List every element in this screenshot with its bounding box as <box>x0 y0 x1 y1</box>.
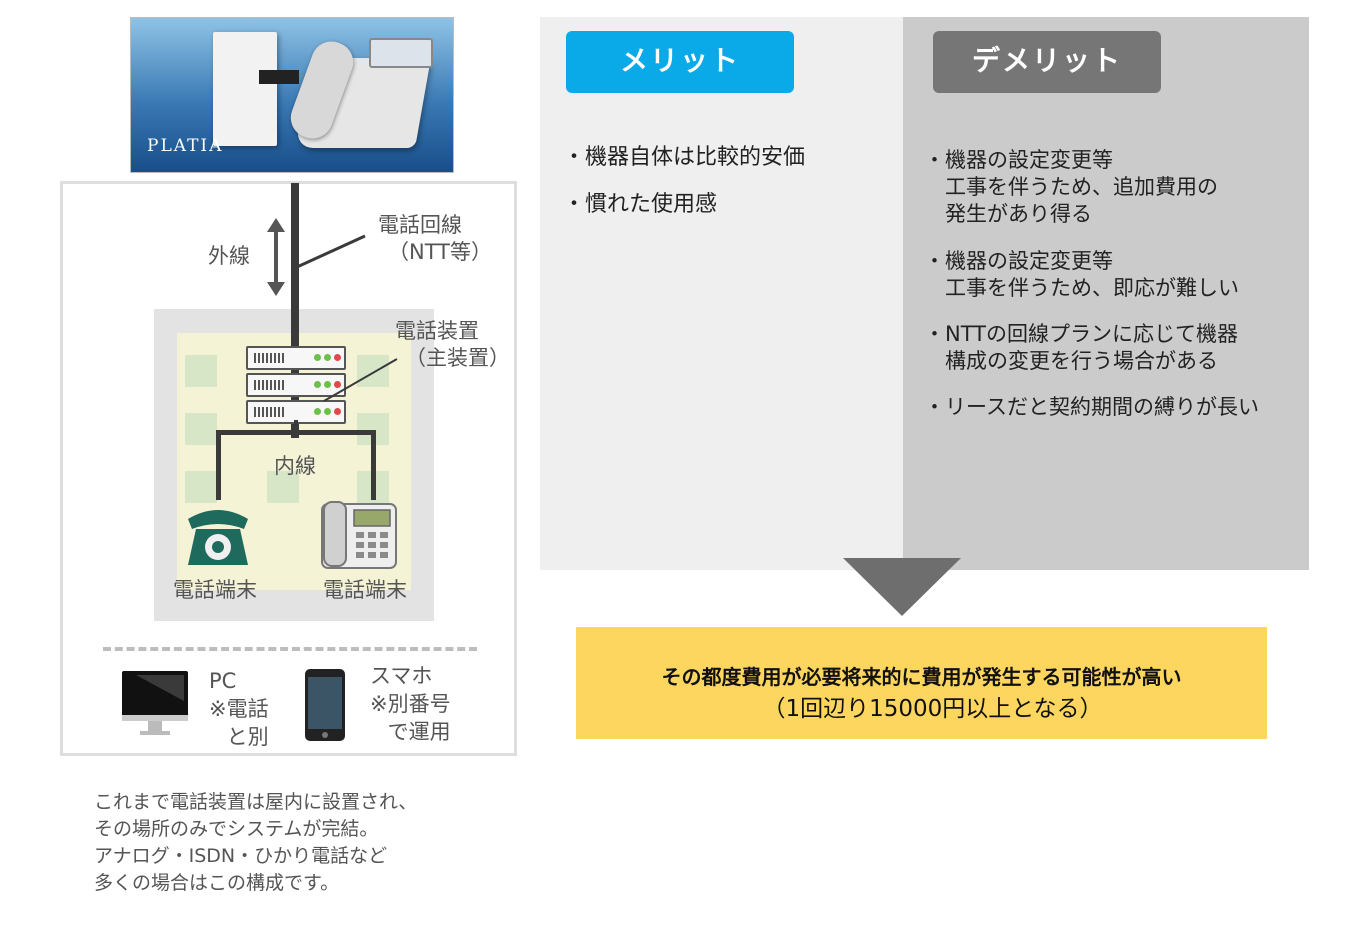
rotary-phone-icon <box>188 510 248 565</box>
demerit-item-line: ・機器の設定変更等 <box>924 148 1113 172</box>
pc-label-1: PC <box>209 669 237 693</box>
pbx-rack-unit <box>246 373 346 397</box>
pbx-label: 電話装置 （主装置） <box>395 318 510 372</box>
smartphone-icon <box>305 669 345 741</box>
caption: これまで電話装置は屋内に設置され、 その場所のみでシステムが完結。 アナログ・I… <box>94 789 417 897</box>
product-brand: PLATIA <box>147 136 224 156</box>
result-line-1: その都度費用が必要将来的に費用が発生する可能性が高い <box>661 665 1182 689</box>
demerit-item-line: 工事を伴うため、追加費用の <box>945 175 1218 199</box>
caption-line: アナログ・ISDN・ひかり電話など <box>94 845 388 867</box>
demerit-item: ・NTTの回線プランに応じて機器 構成の変更を行う場合がある <box>924 321 1238 375</box>
terminal-left-label: 電話端末 <box>173 578 257 602</box>
desk-phone-icon <box>321 501 397 569</box>
pbx-leader <box>323 358 398 402</box>
pbx-label-1: 電話装置 <box>395 319 479 343</box>
product-photo: PLATIA <box>130 17 454 173</box>
inner-line-label: 内線 <box>274 454 316 478</box>
caption-line: 多くの場合はこの構成です。 <box>94 872 340 894</box>
smartphone-label-2: ※別番号 <box>370 692 451 716</box>
caption-line: これまで電話装置は屋内に設置され、 <box>94 791 418 813</box>
caption-line: その場所のみでシステムが完結。 <box>94 818 379 840</box>
pbx-brand-plate <box>259 70 299 84</box>
pc-label-3: と別 <box>226 725 269 749</box>
demerit-item-line: ・NTTの回線プランに応じて機器 <box>924 322 1238 346</box>
demerit-item-line: 発生があり得る <box>945 202 1092 226</box>
extension-wiring <box>216 420 376 500</box>
smartphone-label-1: スマホ <box>370 664 433 688</box>
demerit-item-line: 工事を伴うため、即応が難しい <box>945 276 1239 300</box>
merit-item: ・慣れた使用感 <box>563 192 718 217</box>
pc-label-2: ※電話 <box>209 697 269 721</box>
result-line-2: （1回辺り15000円以上となる） <box>762 696 1103 722</box>
double-arrow-icon <box>267 218 285 296</box>
demerit-item-line: ・リースだと契約期間の縛りが長い <box>924 395 1259 419</box>
phone-line-label-2: （NTT等） <box>388 240 492 264</box>
merit-panel <box>540 17 903 570</box>
down-arrow-icon <box>843 558 961 616</box>
merit-heading: メリット <box>566 31 794 93</box>
pbx-label-2: （主装置） <box>405 346 510 370</box>
demerit-item-line: 構成の変更を行う場合がある <box>945 349 1218 373</box>
phone-line-leader <box>296 234 366 269</box>
trunk-line <box>291 183 299 438</box>
phone-display <box>369 38 433 68</box>
demerit-item-line: ・機器の設定変更等 <box>924 249 1113 273</box>
smartphone-label-3: で運用 <box>387 720 451 744</box>
smartphone-label: スマホ ※別番号 で運用 <box>370 662 451 746</box>
outer-line-label: 外線 <box>208 244 250 268</box>
pbx-rack-unit <box>246 346 346 370</box>
diagram-frame <box>60 181 517 756</box>
pc-label: PC ※電話 と別 <box>209 667 269 751</box>
phone-line-label-1: 電話回線 <box>378 213 462 237</box>
demerit-panel <box>903 17 1309 570</box>
pc-monitor-icon <box>122 671 188 735</box>
merit-item: ・機器自体は比較的安価 <box>563 145 806 170</box>
demerit-item: ・機器の設定変更等 工事を伴うため、即応が難しい <box>924 248 1239 302</box>
divider <box>103 647 477 651</box>
phone-line-label: 電話回線 （NTT等） <box>378 212 492 266</box>
pbx-unit-image <box>213 32 277 146</box>
result-box: その都度費用が必要将来的に費用が発生する可能性が高い （1回辺り15000円以上… <box>576 627 1267 739</box>
demerit-item: ・リースだと契約期間の縛りが長い <box>924 394 1259 421</box>
terminal-right-label: 電話端末 <box>323 578 407 602</box>
demerit-heading: デメリット <box>933 31 1161 93</box>
demerit-item: ・機器の設定変更等 工事を伴うため、追加費用の 発生があり得る <box>924 147 1218 228</box>
